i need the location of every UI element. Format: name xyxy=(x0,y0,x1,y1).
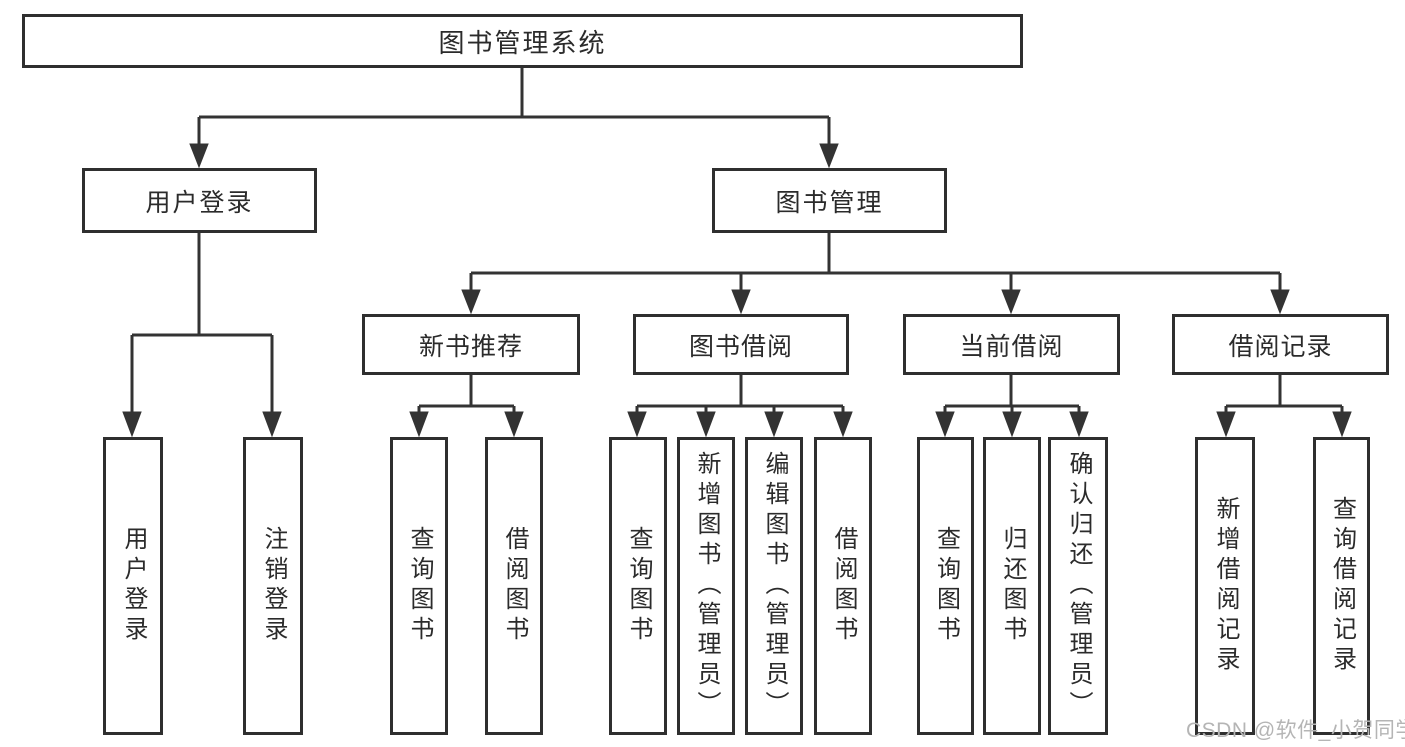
leaf-add-borrow-record-label: 新增借阅记录 xyxy=(1212,496,1239,676)
node-library-management-system: 图书管理系统 xyxy=(22,14,1023,68)
leaf-edit-book-admin: 编辑图书（管理员） xyxy=(745,437,803,735)
leaf-logout-label: 注销登录 xyxy=(260,526,287,646)
leaf-user-login-label: 用户登录 xyxy=(120,526,147,646)
connector-bookmgmt-to-level3 xyxy=(461,233,1290,315)
leaf-query-borrow-record: 查询借阅记录 xyxy=(1313,437,1370,735)
leaf-add-book-admin: 新增图书（管理员） xyxy=(677,437,735,735)
leaf-borrow-books: 借阅图书 xyxy=(814,437,872,735)
connector-newbooks-to-leaves xyxy=(409,375,524,438)
leaf-query-books-borrow: 查询图书 xyxy=(609,437,667,735)
leaf-borrow-books-recommend: 借阅图书 xyxy=(485,437,543,735)
leaf-confirm-return-admin: 确认归还（管理员） xyxy=(1048,437,1108,735)
leaf-borrow-books-recommend-label: 借阅图书 xyxy=(501,526,528,646)
leaf-query-books-current-label: 查询图书 xyxy=(932,526,960,646)
leaf-return-books: 归还图书 xyxy=(983,437,1041,735)
leaf-query-books-borrow-label: 查询图书 xyxy=(625,526,652,646)
node-user-login: 用户登录 xyxy=(82,168,317,233)
leaf-query-books-recommend: 查询图书 xyxy=(390,437,448,735)
leaf-return-books-label: 归还图书 xyxy=(999,526,1026,646)
connector-root-to-level2 xyxy=(189,68,839,169)
leaf-logout: 注销登录 xyxy=(243,437,303,735)
node-current-borrowing: 当前借阅 xyxy=(903,314,1120,375)
node-new-book-recommend: 新书推荐 xyxy=(362,314,580,375)
leaf-add-book-admin-label: 新增图书（管理员） xyxy=(693,451,720,721)
node-borrowing-records: 借阅记录 xyxy=(1172,314,1389,375)
connector-bookborrow-to-leaves xyxy=(627,375,853,438)
connector-borrowrecords-to-leaves xyxy=(1216,375,1352,438)
leaf-add-borrow-record: 新增借阅记录 xyxy=(1195,437,1255,735)
connector-userlogin-to-leaves xyxy=(122,233,282,438)
leaf-edit-book-admin-label: 编辑图书（管理员） xyxy=(761,451,788,721)
leaf-confirm-return-admin-label: 确认归还（管理员） xyxy=(1065,451,1092,721)
watermark: CSDN @软件_小贺同学 xyxy=(1186,719,1405,742)
leaf-query-books-current: 查询图书 xyxy=(917,437,974,735)
leaf-query-books-recommend-label: 查询图书 xyxy=(406,526,433,646)
connector-currentborrow-to-leaves xyxy=(935,375,1089,438)
node-book-borrowing: 图书借阅 xyxy=(633,314,849,375)
leaf-user-login: 用户登录 xyxy=(103,437,163,735)
leaf-borrow-books-label: 借阅图书 xyxy=(830,526,857,646)
leaf-query-borrow-record-label: 查询借阅记录 xyxy=(1328,496,1356,676)
node-book-management: 图书管理 xyxy=(712,168,947,233)
